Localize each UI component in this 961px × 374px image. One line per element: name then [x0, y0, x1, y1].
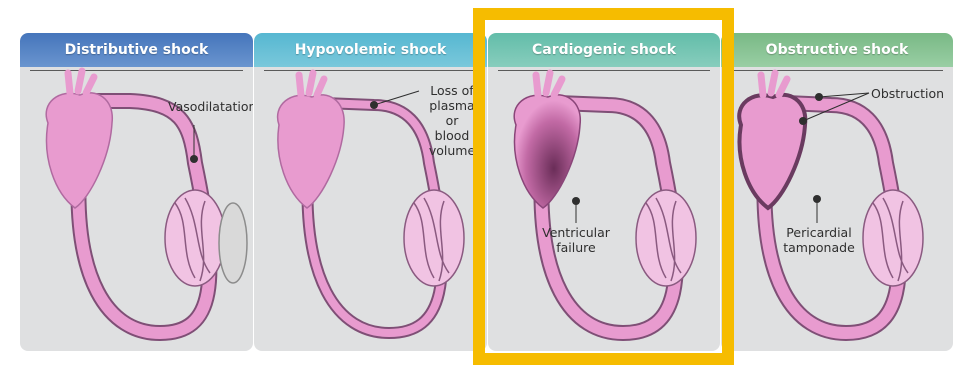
label-pericardial-tamponade: Pericardial tamponade — [781, 225, 857, 255]
capillary-bed-icon — [863, 190, 923, 286]
label-obstruction: Obstruction — [871, 86, 944, 101]
panel-obstructive: Obstructive shock Obstruction Pericardia… — [721, 33, 953, 351]
panel-distributive: Distributive shock Vasodilatation — [20, 33, 253, 351]
capillary-bed-icon — [165, 190, 247, 286]
label-vasodilatation: Vasodilatation — [168, 99, 253, 114]
heart-with-tamponade-icon — [739, 73, 805, 208]
highlight-frame — [473, 8, 734, 365]
heart-icon — [278, 73, 345, 208]
label-line: Pericardial — [781, 225, 857, 240]
circulation-diagram — [20, 33, 253, 351]
panel-hypovolemic: Hypovolemic shock Loss of plasma or bloo… — [254, 33, 487, 351]
heart-icon — [46, 71, 112, 208]
circulation-diagram — [254, 33, 487, 351]
capillary-bed-icon — [404, 190, 464, 286]
circulation-diagram — [721, 33, 953, 351]
label-line: tamponade — [781, 240, 857, 255]
